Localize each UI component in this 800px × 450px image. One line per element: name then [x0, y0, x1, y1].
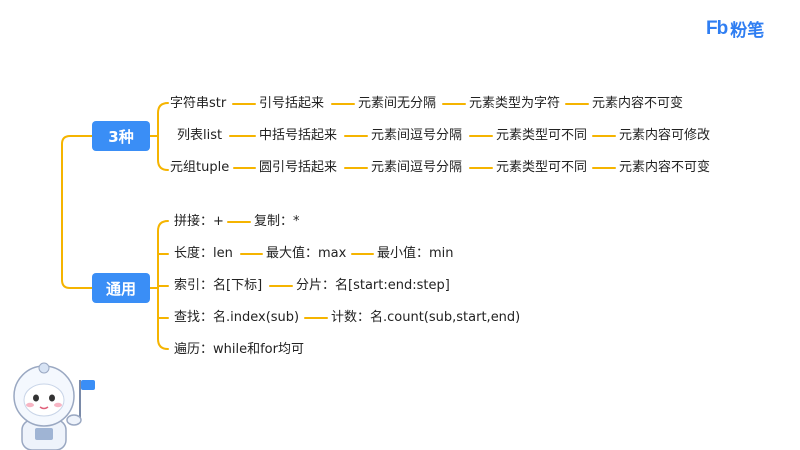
node-tuple: 元组tuple: [170, 160, 230, 175]
node-index: 索引：名[下标]: [174, 278, 263, 293]
node-repeat: 复制：*: [254, 214, 300, 229]
node-str-mut: 元素内容不可变: [592, 96, 684, 111]
node-len: 长度：len: [174, 246, 233, 261]
node-iterate: 遍历：while和for均可: [174, 342, 304, 357]
astronaut-mascot-icon: [13, 362, 95, 450]
node-tuple-sep: 元素间逗号分隔: [371, 160, 463, 175]
logo-mark: Fb: [706, 17, 728, 39]
logo-text: 粉笔: [730, 21, 765, 41]
node-count: 计数：名.count(sub,start,end): [331, 310, 521, 325]
fenbi-logo: Fb 粉笔: [706, 16, 765, 42]
node-list: 列表list: [177, 128, 223, 143]
node-list-sep: 元素间逗号分隔: [371, 128, 463, 143]
node-list-bracket: 中括号括起来: [259, 128, 338, 143]
hub-common: 通用: [92, 273, 150, 303]
node-str-sep: 元素间无分隔: [358, 96, 437, 111]
node-str-type: 元素类型为字符: [469, 96, 561, 111]
node-list-mut: 元素内容可修改: [619, 128, 711, 143]
node-str-quote: 引号括起来: [259, 96, 325, 111]
node-tuple-mut: 元素内容不可变: [619, 160, 711, 175]
hub2-ticks: [157, 253, 169, 319]
trunk-line: [61, 135, 93, 289]
node-concat: 拼接：+: [174, 214, 224, 229]
node-str: 字符串str: [170, 96, 227, 111]
node-tuple-type: 元素类型可不同: [496, 160, 588, 175]
node-min: 最小值：min: [377, 246, 454, 261]
node-slice: 分片：名[start:end:step]: [296, 278, 450, 293]
node-find: 查找：名.index(sub): [174, 310, 300, 325]
node-tuple-paren: 圆引号括起来: [259, 160, 338, 175]
node-list-type: 元素类型可不同: [496, 128, 588, 143]
hub-types: 3种: [92, 121, 150, 151]
node-max: 最大值：max: [266, 246, 347, 261]
hub1-bracket: [157, 102, 169, 171]
